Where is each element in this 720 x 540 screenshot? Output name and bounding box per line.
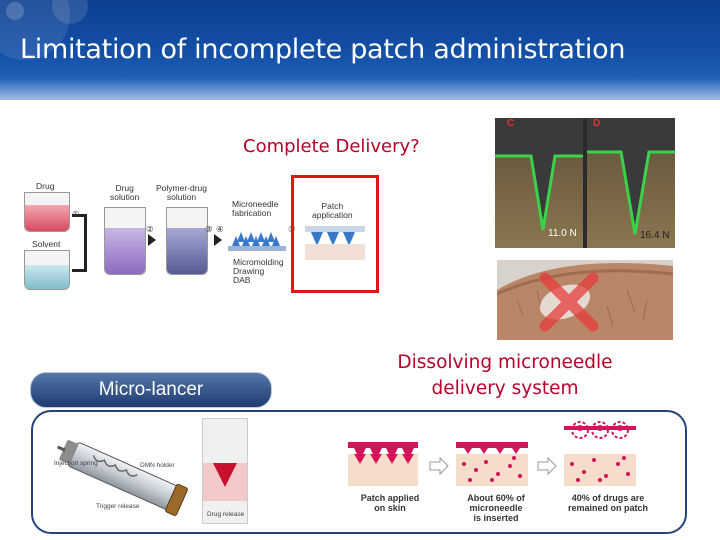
drug-release-image: Drug release bbox=[202, 418, 248, 524]
arrow-icon bbox=[214, 234, 222, 246]
patch-on-skin-icon bbox=[305, 226, 365, 260]
oct-cross-section bbox=[495, 118, 675, 248]
step-4-marker: ④ bbox=[216, 224, 224, 234]
drug-vial bbox=[24, 192, 70, 232]
panel-d-label: D bbox=[593, 118, 601, 129]
force-c-value: 11.0 N bbox=[548, 228, 577, 239]
decor-circle bbox=[6, 2, 24, 20]
drug-label: Drug bbox=[36, 181, 55, 191]
header-fade bbox=[0, 78, 720, 100]
arm-patch-photo bbox=[497, 260, 673, 340]
patch-application-highlight bbox=[291, 175, 379, 293]
trigger-label: Trigger release bbox=[96, 503, 140, 510]
force-d-value: 16.4 N bbox=[640, 230, 670, 241]
slide-header bbox=[0, 0, 720, 100]
micro-lancer-label: Micro-lancer bbox=[30, 372, 272, 408]
panel-c-label: C bbox=[507, 118, 515, 129]
slide-title: Limitation of incomplete patch administr… bbox=[20, 34, 626, 65]
dmn-holder-label: DMN holder bbox=[140, 462, 175, 469]
patch-dissolution-steps bbox=[348, 421, 636, 486]
step-2-marker: ② bbox=[146, 224, 154, 234]
solvent-vial bbox=[24, 250, 70, 290]
arrow-icon bbox=[148, 234, 156, 246]
released-drug-icon bbox=[213, 463, 237, 487]
dissolving-microneedle-heading: Dissolving microneedle delivery system bbox=[397, 352, 613, 399]
micro-lancer-device-icon bbox=[57, 440, 188, 516]
step-3-marker: ③ bbox=[205, 224, 213, 234]
drug-solution-vial bbox=[104, 207, 146, 275]
oct-insertion-images: C D bbox=[495, 118, 675, 248]
step-1-marker: ① bbox=[72, 209, 80, 219]
merge-bracket bbox=[72, 214, 87, 272]
complete-delivery-heading: Complete Delivery? bbox=[243, 136, 420, 157]
spring-label: Injection spring bbox=[54, 460, 98, 467]
arm-image bbox=[497, 260, 673, 340]
microneedle-array-icon bbox=[228, 232, 286, 251]
release-caption: Drug release bbox=[207, 511, 245, 518]
solvent-label: Solvent bbox=[32, 239, 61, 249]
polymer-solution-vial bbox=[166, 207, 208, 275]
